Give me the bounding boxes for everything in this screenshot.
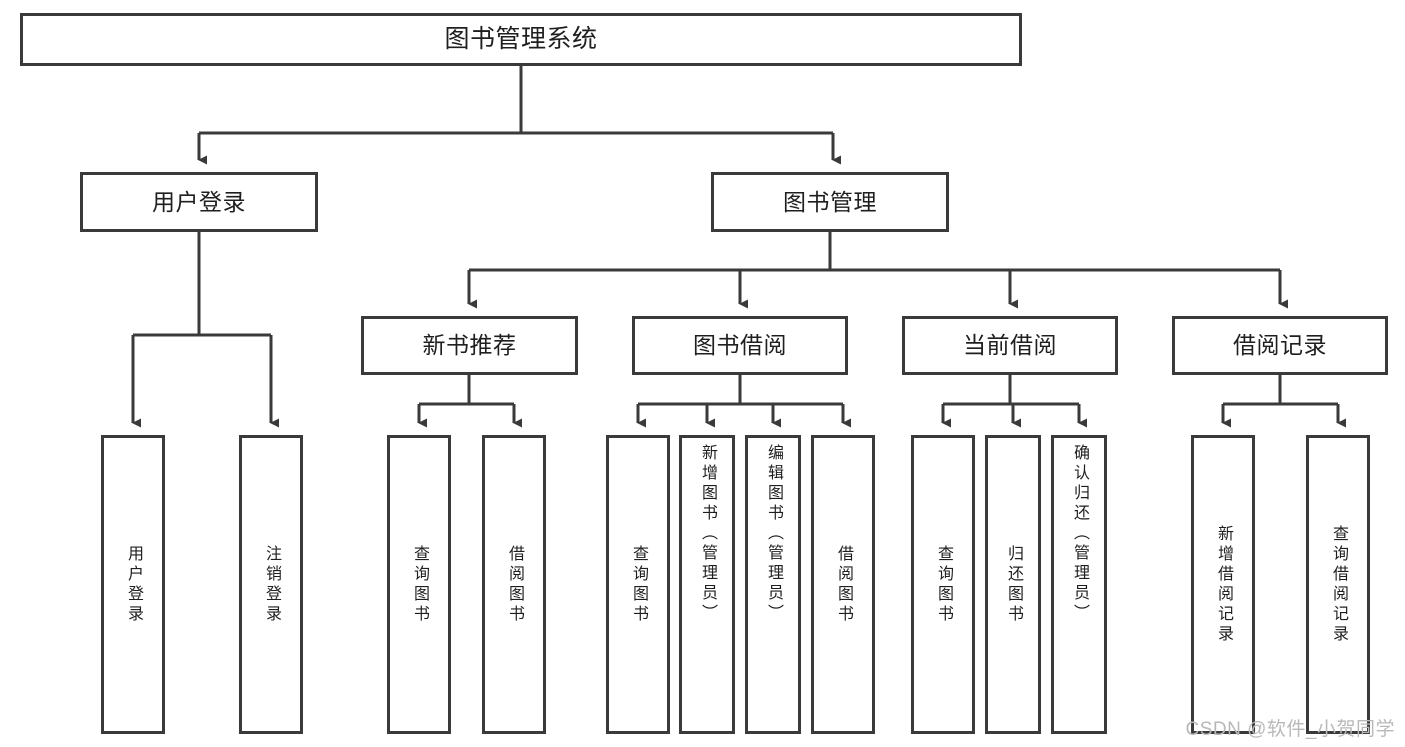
- node-leaf-query-borrow-record-label: 查询借阅记录: [1330, 524, 1347, 645]
- watermark-text: CSDN @软件_小贺同学: [1185, 719, 1395, 740]
- node-leaf-query-book-2[interactable]: 查询图书: [606, 435, 670, 734]
- node-leaf-add-borrow-record[interactable]: 新增借阅记录: [1191, 435, 1255, 734]
- node-book-borrow-label: 图书借阅: [693, 332, 787, 359]
- node-current-borrow[interactable]: 当前借阅: [902, 316, 1118, 375]
- node-leaf-add-borrow-record-label: 新增借阅记录: [1215, 524, 1232, 645]
- node-leaf-logout-login[interactable]: 注销登录: [239, 435, 303, 734]
- node-borrow-record[interactable]: 借阅记录: [1172, 316, 1388, 375]
- node-leaf-edit-book-admin-label: 编辑图书（管理员）: [765, 444, 782, 624]
- node-leaf-borrow-book-1-label: 借阅图书: [506, 544, 523, 625]
- node-leaf-return-book[interactable]: 归还图书: [985, 435, 1041, 734]
- node-borrow-record-label: 借阅记录: [1233, 332, 1327, 359]
- node-leaf-return-book-label: 归还图书: [1005, 544, 1022, 625]
- node-leaf-add-book-admin[interactable]: 新增图书（管理员）: [679, 435, 735, 734]
- node-root-label: 图书管理系统: [444, 25, 598, 54]
- node-leaf-query-book-3-label: 查询图书: [935, 544, 952, 625]
- node-leaf-query-book-3[interactable]: 查询图书: [911, 435, 975, 734]
- node-leaf-borrow-book-2[interactable]: 借阅图书: [811, 435, 875, 734]
- node-leaf-query-book-1[interactable]: 查询图书: [387, 435, 451, 734]
- node-leaf-confirm-return-admin[interactable]: 确认归还（管理员）: [1051, 435, 1107, 734]
- node-root-system[interactable]: 图书管理系统: [20, 13, 1022, 66]
- node-current-borrow-label: 当前借阅: [963, 332, 1057, 359]
- node-leaf-add-book-admin-label: 新增图书（管理员）: [699, 444, 716, 624]
- node-book-management-label: 图书管理: [783, 188, 877, 215]
- node-leaf-borrow-book-2-label: 借阅图书: [835, 544, 852, 625]
- node-user-login-label: 用户登录: [152, 188, 246, 215]
- node-new-book-recommend-label: 新书推荐: [422, 332, 517, 359]
- node-leaf-edit-book-admin[interactable]: 编辑图书（管理员）: [745, 435, 801, 734]
- node-book-borrow[interactable]: 图书借阅: [632, 316, 848, 375]
- node-leaf-query-book-1-label: 查询图书: [411, 544, 428, 625]
- node-leaf-logout-login-label: 注销登录: [263, 544, 280, 625]
- node-new-book-recommend[interactable]: 新书推荐: [361, 316, 578, 375]
- node-leaf-query-book-2-label: 查询图书: [630, 544, 647, 625]
- node-leaf-query-borrow-record[interactable]: 查询借阅记录: [1306, 435, 1370, 734]
- node-leaf-confirm-return-admin-label: 确认归还（管理员）: [1071, 444, 1088, 624]
- node-book-management[interactable]: 图书管理: [711, 172, 949, 232]
- node-user-login[interactable]: 用户登录: [80, 172, 318, 232]
- node-leaf-user-login-label: 用户登录: [125, 544, 142, 625]
- node-leaf-borrow-book-1[interactable]: 借阅图书: [482, 435, 546, 734]
- node-leaf-user-login[interactable]: 用户登录: [101, 435, 165, 734]
